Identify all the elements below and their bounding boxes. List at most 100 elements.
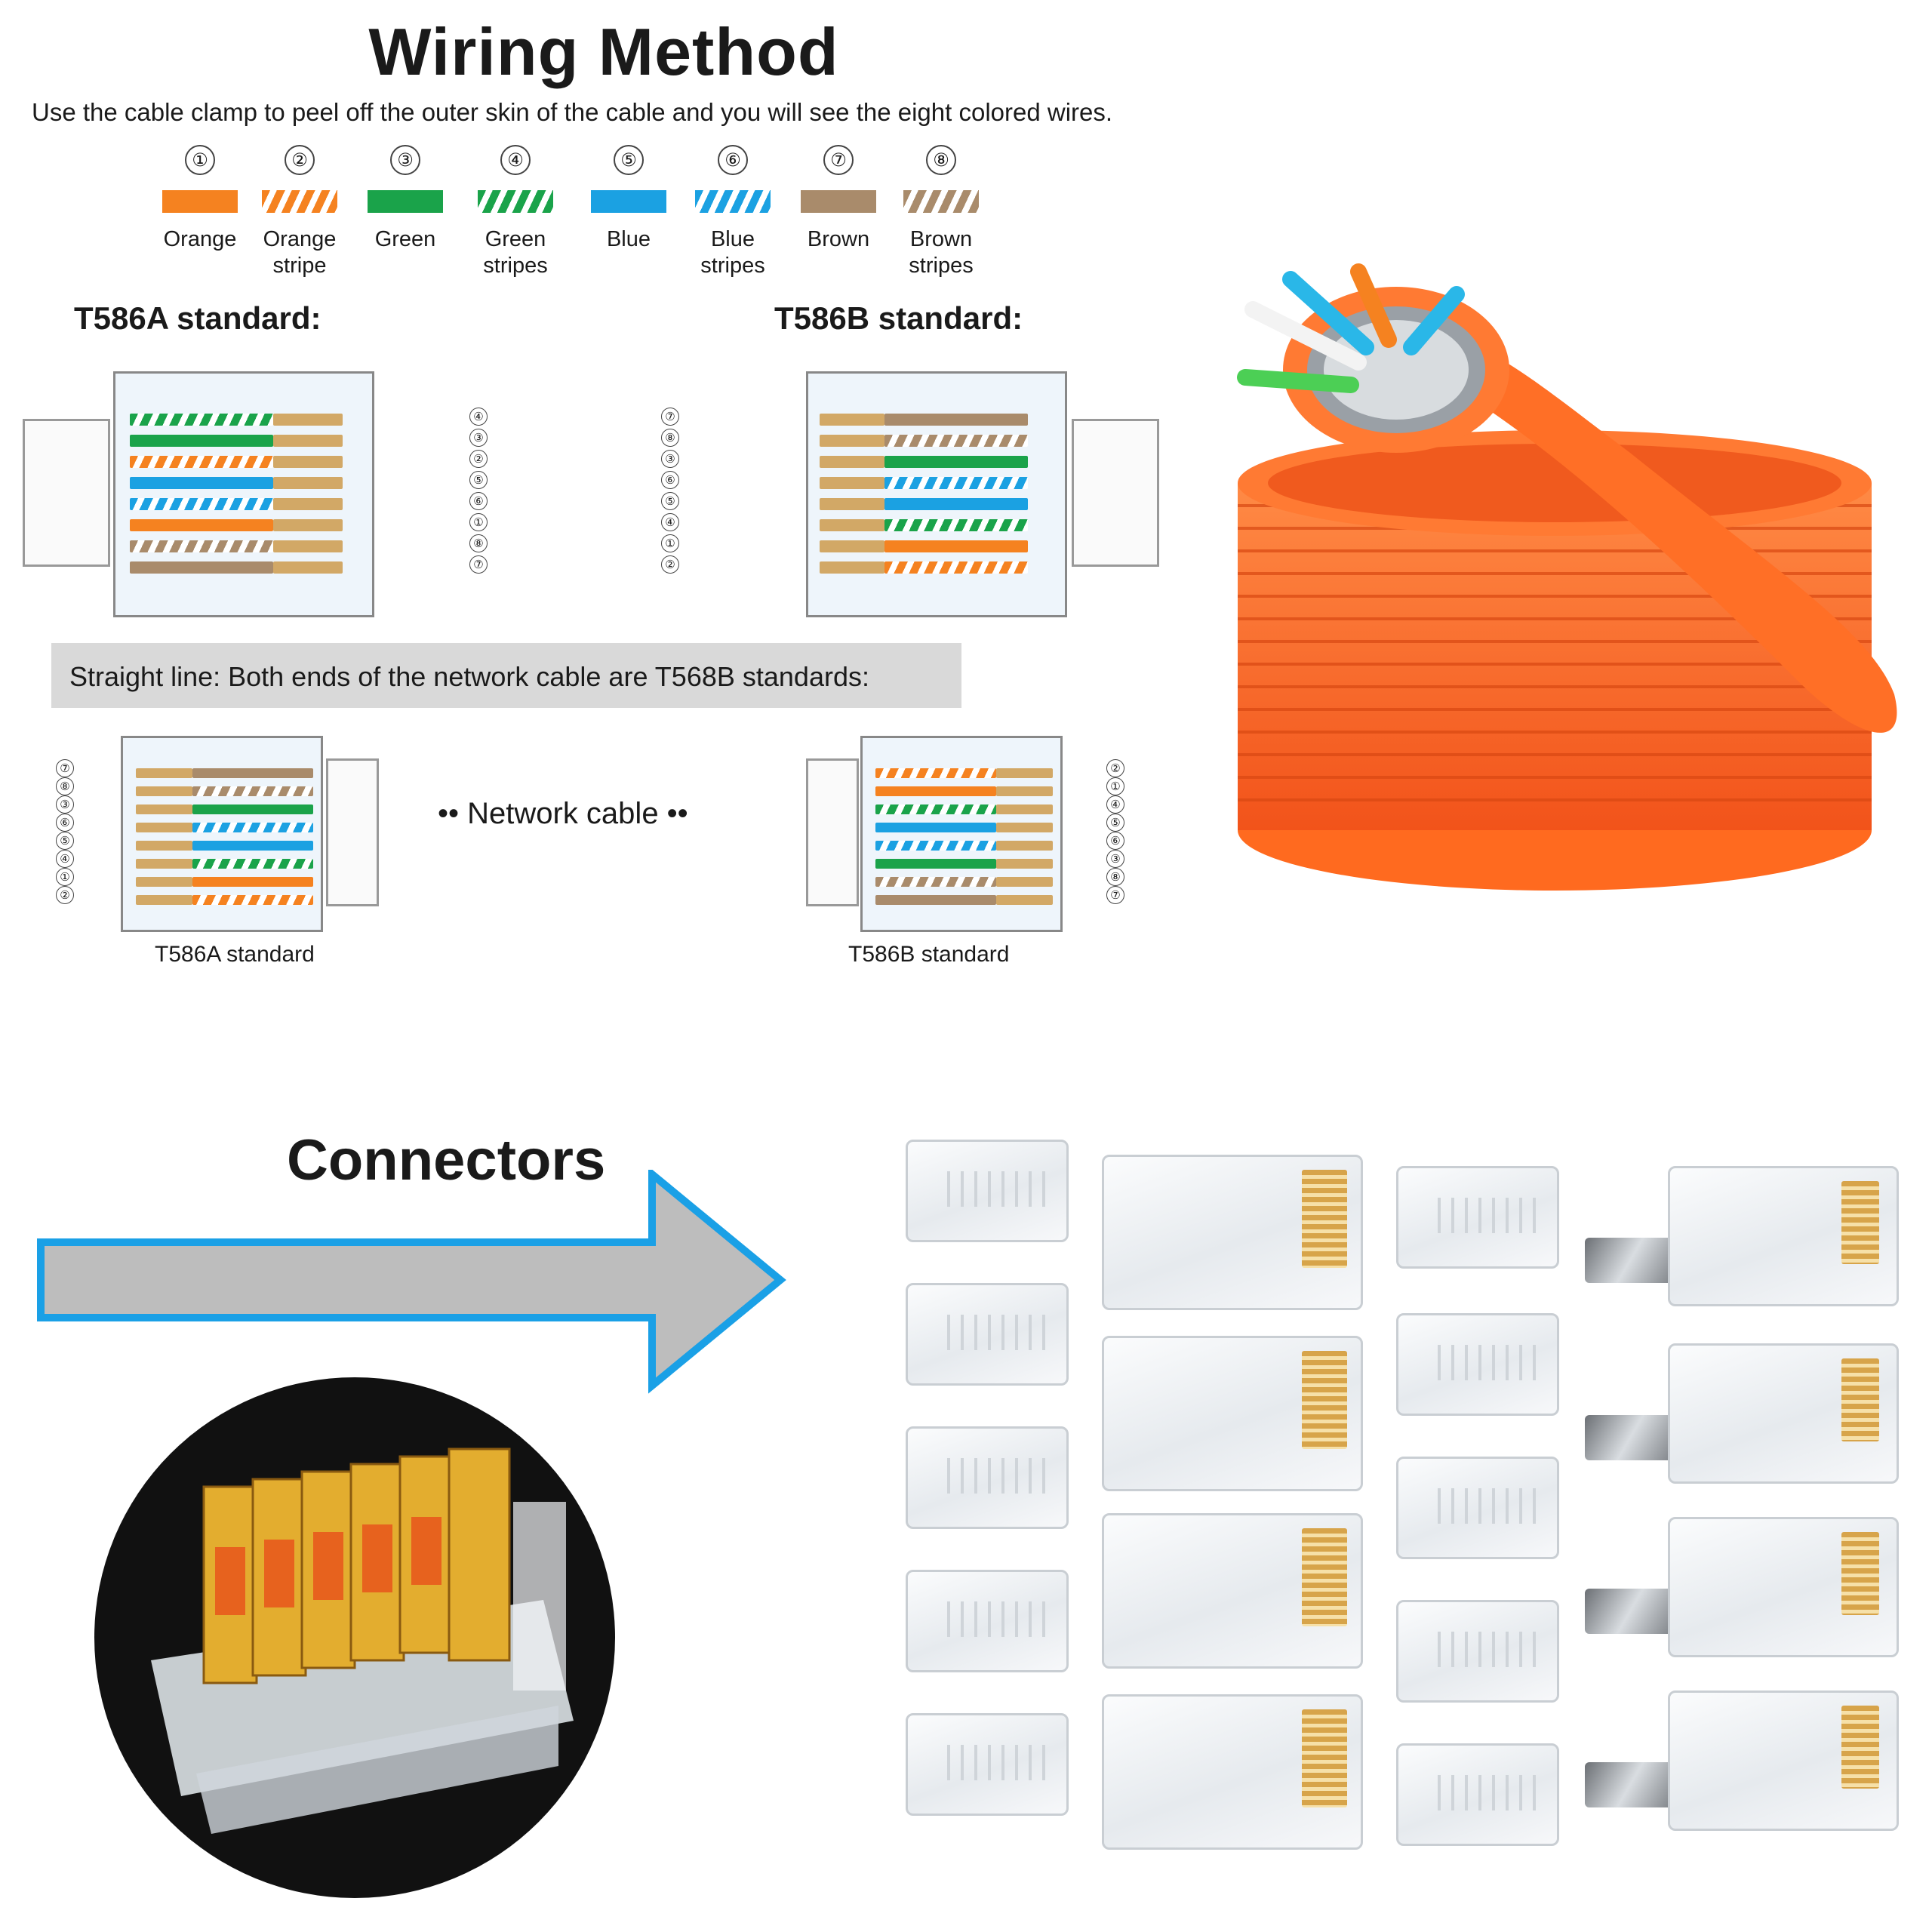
rj45-boot (1396, 1600, 1559, 1703)
wire (884, 456, 1028, 468)
pin-number: ⑥ (661, 471, 679, 489)
legend-swatch (903, 190, 979, 213)
wire (192, 786, 313, 796)
pin-number: ③ (56, 795, 74, 814)
legend-label: Green stripes (483, 227, 548, 278)
legend-number: ⑥ (718, 145, 748, 175)
gold-contact (820, 414, 884, 426)
pin-number: ③ (469, 429, 488, 447)
pin-number: ① (56, 868, 74, 886)
gold-contact (996, 841, 1053, 851)
pin-number: ④ (469, 408, 488, 426)
pin-number: ⑦ (661, 408, 679, 426)
pin-number: ⑤ (469, 471, 488, 489)
wire (875, 877, 996, 887)
wire (130, 540, 273, 552)
pin-number: ① (469, 513, 488, 531)
gold-contact (820, 477, 884, 489)
legend-number: ⑦ (823, 145, 854, 175)
legend-number: ④ (500, 145, 531, 175)
gold-contact (820, 456, 884, 468)
legend-swatch (801, 190, 876, 213)
gold-contact (820, 540, 884, 552)
pin-number: ⑦ (56, 759, 74, 777)
wire (884, 435, 1028, 447)
gold-contact (996, 877, 1053, 887)
gold-contact (136, 877, 192, 887)
shield-clip (1585, 1762, 1675, 1807)
gold-contact (820, 519, 884, 531)
gold-pins (1302, 1351, 1347, 1449)
pin-number: ② (1106, 759, 1124, 777)
legend-label: Orange stripe (263, 227, 337, 278)
gold-pins (1841, 1358, 1879, 1441)
pin-number: ① (661, 534, 679, 552)
wire (130, 477, 273, 489)
legend-label: Green (374, 227, 436, 251)
gold-contact (273, 477, 343, 489)
right-plug-caption: T586B standard (848, 942, 1010, 967)
gold-pins (1841, 1706, 1879, 1789)
shield-clip (1585, 1238, 1675, 1283)
plug-latch (326, 758, 379, 906)
wire (130, 435, 273, 447)
gold-contact (273, 561, 343, 574)
wire (192, 841, 313, 851)
wire (192, 804, 313, 814)
gold-contact (136, 823, 192, 832)
legend-number: ⑤ (614, 145, 644, 175)
legend-number: ① (185, 145, 215, 175)
gold-contact (996, 859, 1053, 869)
rj45-boot (1396, 1166, 1559, 1269)
pin-number: ⑤ (56, 832, 74, 850)
pin-number: ⑦ (469, 555, 488, 574)
legend-label: Brown stripes (909, 227, 974, 278)
legend-item: ② Orange stripe (243, 145, 356, 279)
wire (884, 414, 1028, 426)
gold-contact (136, 895, 192, 905)
pin-number: ⑧ (661, 429, 679, 447)
rj45-boot (1396, 1457, 1559, 1559)
pin-number: ⑤ (661, 492, 679, 510)
pin-number: ⑧ (56, 777, 74, 795)
legend-swatch (162, 190, 238, 213)
legend-swatch (591, 190, 666, 213)
plug-body (113, 371, 374, 617)
t586a-label: T586A standard: (74, 300, 321, 336)
gold-contact (996, 786, 1053, 796)
pin-number: ② (469, 450, 488, 468)
straight-line-text: Straight line: Both ends of the network … (69, 661, 869, 692)
legend-swatch (478, 190, 553, 213)
legend-label: Blue (606, 227, 651, 251)
pin-number: ⑥ (56, 814, 74, 832)
legend-label: Brown (807, 227, 870, 251)
wire (884, 477, 1028, 489)
rj45-boot (906, 1283, 1069, 1386)
gold-contact (136, 768, 192, 778)
wire (875, 895, 996, 905)
pin-number: ④ (661, 513, 679, 531)
pin-number: ⑦ (1106, 886, 1124, 904)
wire (884, 540, 1028, 552)
gold-contact (136, 841, 192, 851)
legend-number: ⑧ (926, 145, 956, 175)
rj45-boot (906, 1570, 1069, 1672)
wire (130, 456, 273, 468)
wire (884, 519, 1028, 531)
gold-contact (820, 435, 884, 447)
legend-number: ② (285, 145, 315, 175)
gold-pins (1302, 1528, 1347, 1626)
arrow-right-icon (37, 1170, 786, 1394)
rj45-boot (906, 1426, 1069, 1529)
gold-contact (273, 519, 343, 531)
connectors-title: Connectors (287, 1128, 606, 1192)
gold-contact (820, 561, 884, 574)
plug-latch (1072, 419, 1159, 567)
pin-number: ② (661, 555, 679, 574)
wire (192, 768, 313, 778)
rj45-boot (1396, 1743, 1559, 1846)
page-title: Wiring Method (368, 14, 839, 89)
shield-clip (1585, 1589, 1675, 1634)
